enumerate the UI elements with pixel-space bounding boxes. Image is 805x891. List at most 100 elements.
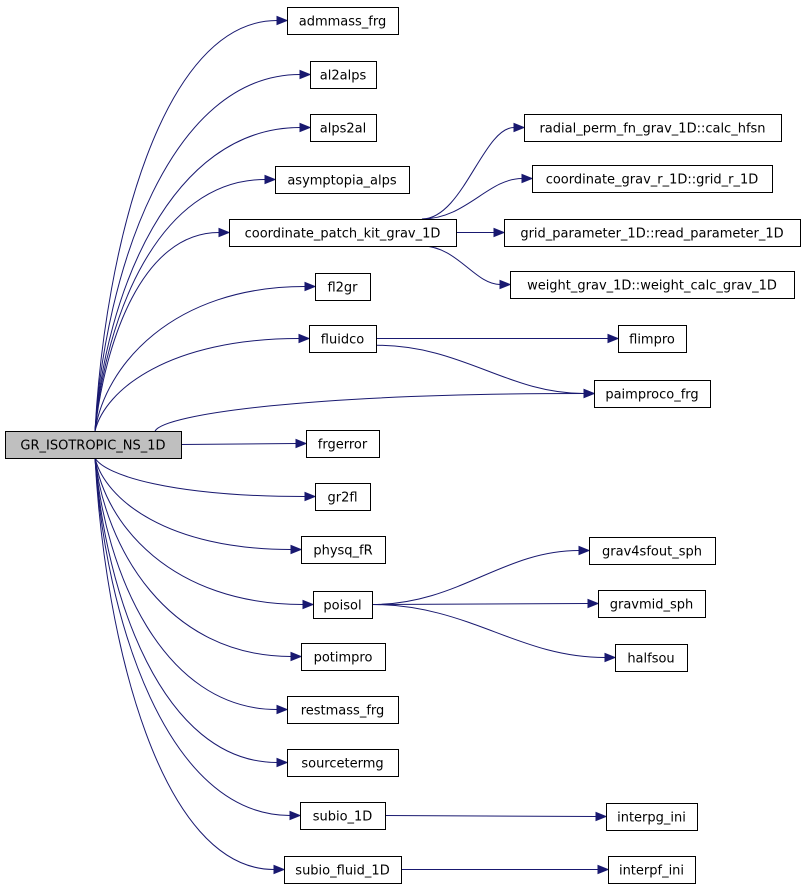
node-gr2fl[interactable]: gr2fl [315,483,371,511]
node-grid-r-1d[interactable]: coordinate_grav_r_1D::grid_r_1D [532,165,773,193]
node-box-fluidco [309,325,377,353]
edge-root-to-asymptopia-alps [94,179,266,432]
node-box-calc-hfsn [524,114,782,142]
edge-root-to-admmass-frg [94,20,278,432]
node-gravmid-sph[interactable]: gravmid_sph [598,590,706,618]
node-box-gravmid-sph [598,590,706,618]
edge-root-to-potimpro [94,457,292,657]
node-box-flimpro [618,325,687,353]
node-root: GR_ISOTROPIC_NS_1D [5,431,182,459]
node-box-interpg-ini [606,803,698,831]
node-subio-1d[interactable]: subio_1D [300,802,386,830]
edge-root-to-subio-fluid-1d [94,457,275,870]
arrowhead-potimpro [290,651,303,662]
edge-subio-1d-to-interpg-ini [384,815,597,817]
arrowhead-coordinate-patch-kit-grav-1d [218,227,231,238]
arrowhead-sourcetermg [276,757,289,768]
node-alps2al[interactable]: alps2al [310,114,377,142]
node-flimpro[interactable]: flimpro [618,325,687,353]
arrowhead-asymptopia-alps [264,174,277,185]
arrowhead-grid-r-1d [521,173,534,184]
edge-coordinate-patch-kit-grav-1d-to-grid-r-1d [421,178,523,220]
arrowhead-fl2gr [304,281,317,292]
node-admmass-frg[interactable]: admmass_frg [287,7,399,35]
node-box-poisol [313,591,373,619]
arrowhead-grav4sfout-sph [578,545,591,556]
arrowhead-alps2al [299,122,312,133]
node-box-al2alps [310,61,377,89]
node-box-restmass-frg [287,696,399,724]
node-label-al2alps: al2alps [320,69,367,84]
node-label-alps2al: alps2al [320,122,366,137]
node-restmass-frg[interactable]: restmass_frg [287,696,399,724]
node-weight-calc-grav-1d[interactable]: weight_grav_1D::weight_calc_grav_1D [510,271,795,299]
node-label-poisol: poisol [323,599,361,614]
node-box-paimproco-frg [594,380,711,408]
node-physq-fr[interactable]: physq_fR [301,536,386,564]
node-calc-hfsn[interactable]: radial_perm_fn_grav_1D::calc_hfsn [524,114,782,142]
node-label-physq-fr: physq_fR [313,544,372,559]
node-label-weight-calc-grav-1d: weight_grav_1D::weight_calc_grav_1D [527,279,777,294]
node-poisol[interactable]: poisol [313,591,373,619]
node-fl2gr[interactable]: fl2gr [315,273,371,301]
arrowhead-weight-calc-grav-1d [499,279,512,290]
edge-poisol-to-gravmid-sph [371,603,589,605]
node-halfsou[interactable]: halfsou [615,644,688,672]
edge-coordinate-patch-kit-grav-1d-to-calc-hfsn [421,127,515,220]
node-sourcetermg[interactable]: sourcetermg [287,749,399,777]
arrowhead-gr2fl [304,491,317,502]
edge-root-to-subio-1d [94,457,291,816]
node-asymptopia-alps[interactable]: asymptopia_alps [275,166,410,194]
arrowhead-poisol [302,599,315,610]
node-box-physq-fr [301,536,386,564]
edge-root-to-fluidco [94,338,300,432]
arrowhead-admmass-frg [276,15,289,26]
node-potimpro[interactable]: potimpro [301,643,386,671]
node-box-subio-fluid-1d [284,856,402,884]
node-box-interpf-ini [608,856,696,884]
node-label-root: GR_ISOTROPIC_NS_1D [20,439,165,454]
node-interpg-ini[interactable]: interpg_ini [606,803,698,831]
node-label-flimpro: flimpro [629,333,675,348]
node-label-read-parameter-1d: grid_parameter_1D::read_parameter_1D [520,227,783,242]
arrowhead-subio-1d [289,810,302,821]
arrowhead-halfsou [604,652,617,663]
arrowhead-paimproco-frg [583,388,596,399]
node-label-frgerror: frgerror [318,438,368,453]
edge-root-to-gr2fl [94,457,306,497]
node-coordinate-patch-kit-grav-1d[interactable]: coordinate_patch_kit_grav_1D [229,219,457,247]
node-label-restmass-frg: restmass_frg [301,704,385,719]
node-box-alps2al [310,114,377,142]
arrowhead-al2alps [299,69,312,80]
node-al2alps[interactable]: al2alps [310,61,377,89]
arrowhead-flimpro [607,333,620,344]
edges-layer [94,15,620,875]
node-label-paimproco-frg: paimproco_frg [605,388,698,403]
node-label-fluidco: fluidco [321,333,364,348]
arrowhead-subio-fluid-1d [273,864,286,875]
node-box-admmass-frg [287,7,399,35]
edge-fluidco-to-paimproco-frg [375,344,585,394]
node-subio-fluid-1d[interactable]: subio_fluid_1D [284,856,402,884]
node-grav4sfout-sph[interactable]: grav4sfout_sph [589,537,716,565]
arrowhead-physq-fr [290,544,303,555]
node-label-calc-hfsn: radial_perm_fn_grav_1D::calc_hfsn [539,122,765,137]
node-box-grav4sfout-sph [589,537,716,565]
node-frgerror[interactable]: frgerror [306,430,380,458]
node-interpf-ini[interactable]: interpf_ini [608,856,696,884]
node-label-asymptopia-alps: asymptopia_alps [287,174,397,189]
node-paimproco-frg[interactable]: paimproco_frg [594,380,711,408]
node-box-fl2gr [315,273,371,301]
node-box-grid-r-1d [532,165,773,193]
arrowhead-frgerror [295,438,308,449]
node-read-parameter-1d[interactable]: grid_parameter_1D::read_parameter_1D [504,219,801,247]
node-box-halfsou [615,644,688,672]
node-fluidco[interactable]: fluidco [309,325,377,353]
node-box-subio-1d [300,802,386,830]
edge-root-to-fl2gr [94,286,306,432]
node-label-subio-1d: subio_1D [313,810,373,825]
edge-root-to-poisol [94,457,304,605]
node-box-coordinate-patch-kit-grav-1d [229,219,457,247]
node-box-asymptopia-alps [275,166,410,194]
